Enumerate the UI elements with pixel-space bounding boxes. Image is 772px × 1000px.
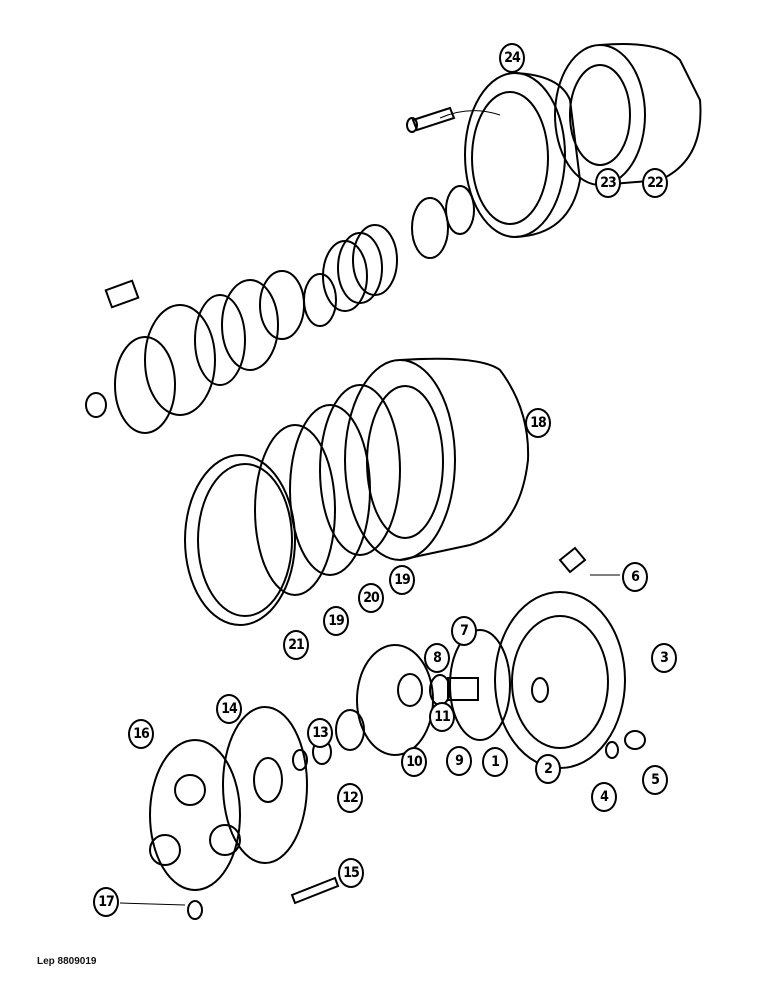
callout-23: 23	[595, 168, 621, 198]
callout-20: 20	[358, 583, 384, 613]
reference-code: Lep 8809019	[37, 956, 97, 967]
callout-15: 15	[338, 858, 364, 888]
callout-10: 10	[401, 747, 427, 777]
callout-3: 3	[651, 643, 677, 673]
small-parts	[292, 644, 646, 771]
pin-17	[119, 900, 203, 920]
callout-24: 24	[499, 43, 525, 73]
callout-19b: 19	[323, 606, 349, 636]
bearings-19-20-21	[184, 384, 401, 626]
callout-21: 21	[283, 630, 309, 660]
callout-6: 6	[622, 562, 648, 592]
callout-11: 11	[429, 702, 455, 732]
housing-22	[554, 43, 702, 186]
housing-24	[464, 72, 582, 238]
o-ring-1	[449, 629, 511, 741]
callout-5: 5	[642, 765, 668, 795]
callout-22: 22	[642, 168, 668, 198]
callout-8: 8	[424, 643, 450, 673]
callout-18: 18	[525, 408, 551, 438]
bolt-15	[290, 876, 340, 905]
callout-7: 7	[451, 616, 477, 646]
planet-gears-16	[149, 739, 241, 891]
callout-12: 12	[337, 783, 363, 813]
cover-3	[494, 591, 626, 769]
callout-9: 9	[446, 746, 472, 776]
callout-13: 13	[307, 718, 333, 748]
callout-4: 4	[591, 782, 617, 812]
callout-1: 1	[482, 747, 508, 777]
planet-carrier-14	[222, 706, 308, 864]
bolt-6	[558, 546, 620, 576]
callout-17: 17	[93, 887, 119, 917]
callout-16: 16	[128, 719, 154, 749]
callout-2: 2	[535, 754, 561, 784]
brake-discs	[85, 185, 475, 434]
callout-19: 19	[389, 565, 415, 595]
screw-top	[406, 106, 501, 133]
callout-14: 14	[216, 694, 242, 724]
